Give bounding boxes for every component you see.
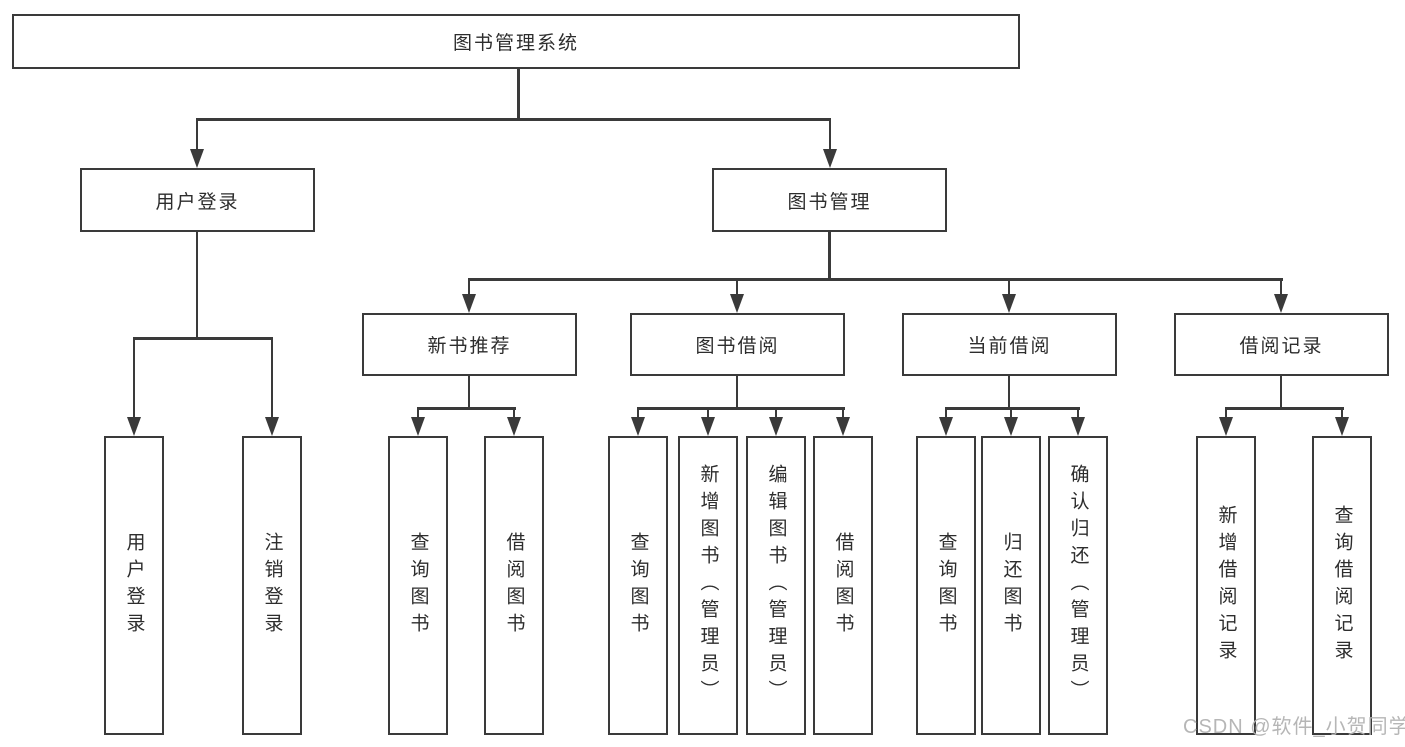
leaf-label: 查询借阅记录 (1331, 504, 1353, 667)
node-label: 借阅记录 (1239, 336, 1324, 357)
arrow-down-icon (823, 149, 837, 168)
leaf-user-login: 用户登录 (104, 436, 164, 735)
connector-line (1076, 407, 1080, 420)
arrow-down-icon (1274, 294, 1288, 313)
leaf-label: 用户登录 (123, 531, 145, 640)
connector-line (1007, 278, 1011, 297)
connector-line (1340, 407, 1344, 420)
connector-line (735, 278, 739, 297)
connector-line (945, 407, 1080, 410)
connector-line (735, 376, 739, 407)
arrow-down-icon (190, 149, 204, 168)
leaf-label: 归还图书 (1000, 531, 1022, 640)
arrow-down-icon (1002, 294, 1016, 313)
connector-line (1224, 407, 1228, 420)
node-label: 图书借阅 (695, 336, 780, 357)
leaf-label: 查询图书 (627, 531, 649, 640)
arrow-down-icon (462, 294, 476, 313)
connector-line (467, 376, 471, 407)
leaf-query-borrow-record: 查询借阅记录 (1312, 436, 1372, 735)
arrow-down-icon (1071, 417, 1085, 436)
connector-line (1279, 278, 1283, 297)
leaf-query-books-current: 查询图书 (916, 436, 976, 735)
arrow-down-icon (1004, 417, 1018, 436)
connector-line (270, 337, 274, 420)
leaf-add-books-admin: 新增图书（管理员） (678, 436, 738, 735)
leaf-label: 编辑图书（管理员） (765, 464, 787, 707)
node-label: 新书推荐 (427, 336, 512, 357)
connector-line (1225, 407, 1344, 410)
leaf-return-books: 归还图书 (981, 436, 1041, 735)
csdn-watermark: CSDN @软件_小贺同学 (1183, 716, 1405, 738)
leaf-label: 查询图书 (407, 531, 429, 640)
arrow-down-icon (836, 417, 850, 436)
node-borrowing-records: 借阅记录 (1174, 313, 1389, 376)
connector-line (517, 68, 520, 118)
connector-line (1009, 407, 1013, 420)
leaf-logout: 注销登录 (242, 436, 302, 735)
arrow-down-icon (730, 294, 744, 313)
connector-line (828, 118, 832, 152)
arrow-down-icon (507, 417, 521, 436)
root-node-label: 图书管理系统 (452, 33, 579, 54)
connector-line (132, 337, 136, 420)
connector-line (196, 118, 831, 121)
node-book-borrowing: 图书借阅 (630, 313, 845, 376)
connector-line (133, 337, 273, 340)
node-user-login: 用户登录 (80, 168, 315, 232)
leaf-query-books-recommend: 查询图书 (388, 436, 448, 735)
connector-line (512, 407, 516, 420)
arrow-down-icon (631, 417, 645, 436)
connector-line (706, 407, 710, 420)
arrow-down-icon (411, 417, 425, 436)
arrow-down-icon (265, 417, 279, 436)
connector-line (195, 118, 199, 152)
connector-line (1007, 376, 1011, 407)
connector-line (417, 407, 516, 410)
node-current-borrowing: 当前借阅 (902, 313, 1117, 376)
leaf-label: 确认归还（管理员） (1067, 464, 1089, 707)
connector-line (774, 407, 778, 420)
connector-line (637, 407, 845, 410)
arrow-down-icon (701, 417, 715, 436)
leaf-label: 新增借阅记录 (1215, 504, 1237, 667)
node-label: 当前借阅 (967, 336, 1052, 357)
connector-line (467, 278, 471, 297)
connector-line (416, 407, 420, 420)
arrow-down-icon (127, 417, 141, 436)
connector-line (195, 232, 199, 337)
root-node-library-management-system: 图书管理系统 (12, 14, 1020, 69)
leaf-query-books-borrow: 查询图书 (608, 436, 668, 735)
leaf-label: 注销登录 (261, 531, 283, 640)
connector-line (841, 407, 845, 420)
node-new-book-recommendation: 新书推荐 (362, 313, 577, 376)
leaf-label: 借阅图书 (503, 531, 525, 640)
leaf-borrow-books: 借阅图书 (813, 436, 873, 735)
arrow-down-icon (769, 417, 783, 436)
leaf-confirm-return-admin: 确认归还（管理员） (1048, 436, 1108, 735)
arrow-down-icon (939, 417, 953, 436)
node-book-management: 图书管理 (712, 168, 947, 232)
connector-line (468, 278, 1283, 281)
leaf-add-borrow-record: 新增借阅记录 (1196, 436, 1256, 735)
leaf-label: 查询图书 (935, 531, 957, 640)
leaf-label: 借阅图书 (832, 531, 854, 640)
connector-line (636, 407, 640, 420)
arrow-down-icon (1219, 417, 1233, 436)
leaf-edit-books-admin: 编辑图书（管理员） (746, 436, 806, 735)
leaf-borrow-books-recommend: 借阅图书 (484, 436, 544, 735)
leaf-label: 新增图书（管理员） (697, 464, 719, 707)
connector-line (944, 407, 948, 420)
connector-line (1279, 376, 1283, 407)
node-label: 用户登录 (155, 191, 240, 213)
node-label: 图书管理 (787, 191, 872, 213)
connector-line (828, 232, 831, 278)
arrow-down-icon (1335, 417, 1349, 436)
